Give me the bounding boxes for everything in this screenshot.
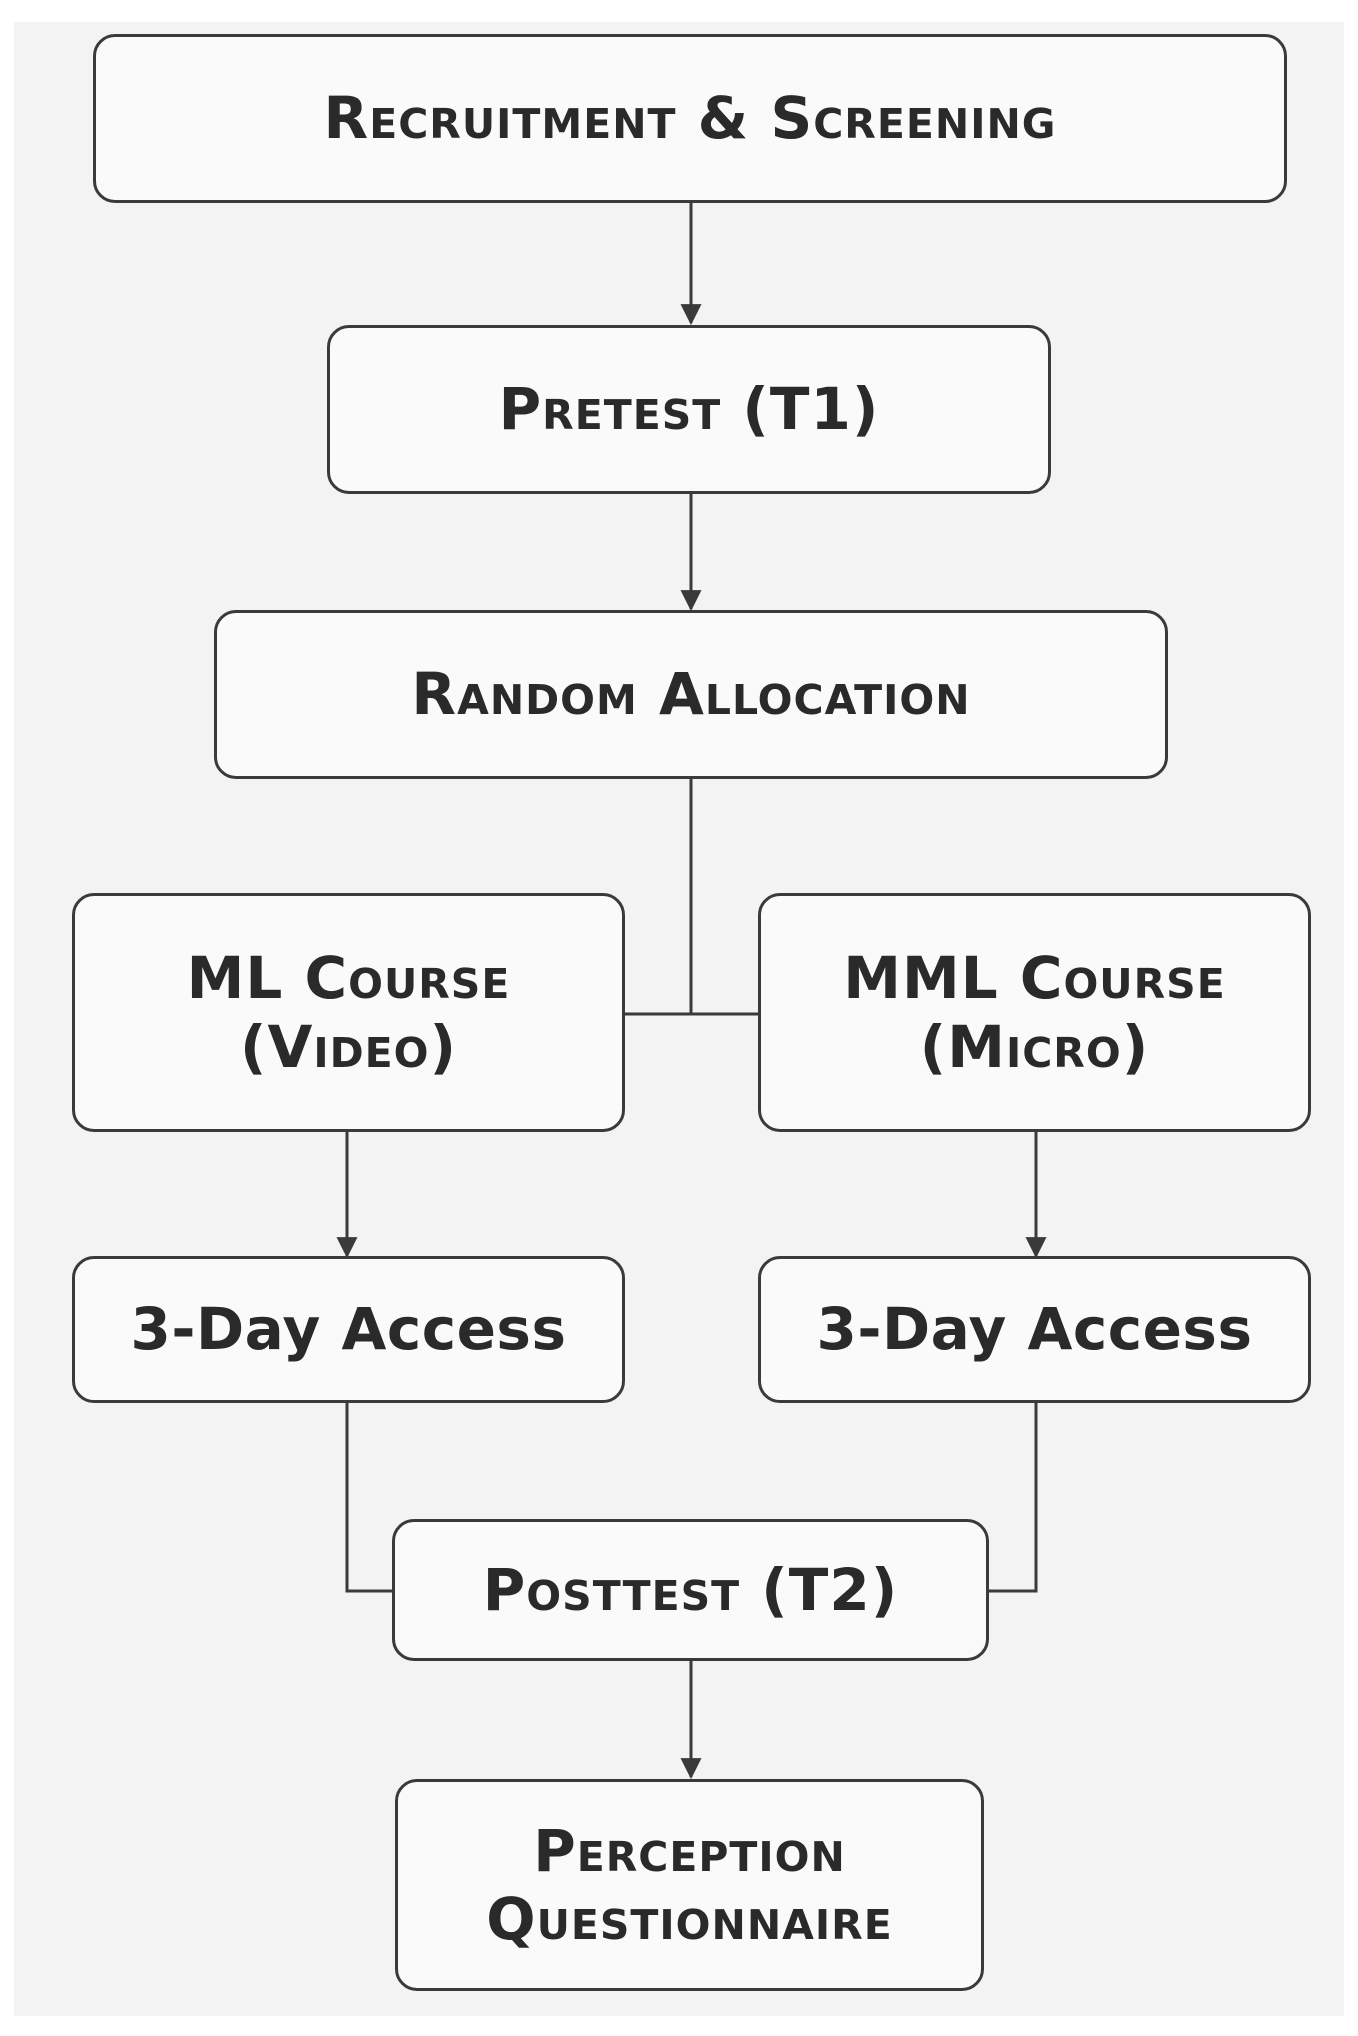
posttest-box: Posttest (T2) [392, 1519, 989, 1661]
pretest-label: Pretest (T1) [498, 375, 880, 444]
connector-right-access-to-posttest [989, 1403, 1038, 1593]
questionnaire-label: Questionnaire [486, 1885, 893, 1953]
perception-label: Perception [533, 1816, 846, 1885]
mml-course-format-label: (Micro) [919, 1012, 1150, 1081]
connector-left-access-to-posttest [345, 1403, 392, 1593]
ml-course-label: ML Course [186, 944, 511, 1013]
right-access-label: 3-Day Access [816, 1295, 1253, 1364]
mml-course-label: MML Course [843, 944, 1226, 1013]
perception-questionnaire-box: Perception Questionnaire [395, 1779, 984, 1991]
posttest-label: Posttest (T2) [482, 1555, 899, 1624]
pretest-box: Pretest (T1) [327, 325, 1051, 494]
random-allocation-box: Random Allocation [214, 610, 1168, 779]
right-access-box: 3-Day Access [758, 1256, 1311, 1403]
recruitment-screening-box: Recruitment & Screening [93, 34, 1287, 203]
recruitment-screening-label: Recruitment & Screening [323, 84, 1057, 153]
random-allocation-label: Random Allocation [411, 660, 971, 729]
left-access-label: 3-Day Access [130, 1295, 567, 1364]
left-access-box: 3-Day Access [72, 1256, 625, 1403]
mml-course-box: MML Course (Micro) [758, 893, 1311, 1132]
ml-course-format-label: (Video) [239, 1012, 458, 1081]
ml-course-box: ML Course (Video) [72, 893, 625, 1132]
